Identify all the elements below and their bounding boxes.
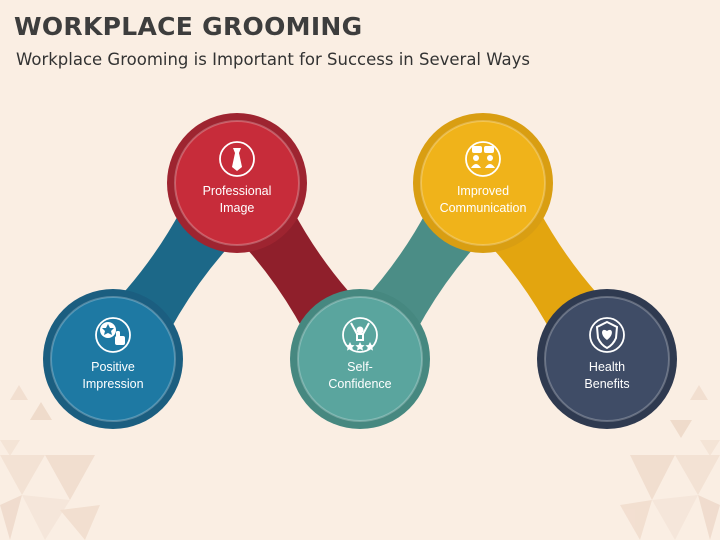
node-label: Improved <box>457 184 509 198</box>
chat-people-icon <box>465 141 501 177</box>
node-self-confidence: Self- Confidence <box>290 289 430 429</box>
node-circle <box>420 120 546 246</box>
node-circle <box>544 296 670 422</box>
node-label: Health <box>589 360 625 374</box>
node-label: Image <box>220 201 255 215</box>
shield-heart-icon <box>589 317 625 353</box>
necktie-icon <box>219 141 255 177</box>
node-label: Self- <box>347 360 373 374</box>
node-circle <box>50 296 176 422</box>
slide-subtitle: Workplace Grooming is Important for Succ… <box>16 50 530 69</box>
node-label: Impression <box>82 377 143 391</box>
star-thumbs-up-icon <box>95 317 131 353</box>
node-label: Communication <box>440 201 527 215</box>
background-decor <box>0 385 720 540</box>
node-label: Professional <box>203 184 272 198</box>
node-circle <box>297 296 423 422</box>
node-circle <box>174 120 300 246</box>
node-label: Positive <box>91 360 135 374</box>
node-label: Confidence <box>328 377 391 391</box>
node-label: Benefits <box>584 377 629 391</box>
slide-title: WORKPLACE GROOMING <box>14 12 363 41</box>
person-stars-icon <box>342 317 378 353</box>
